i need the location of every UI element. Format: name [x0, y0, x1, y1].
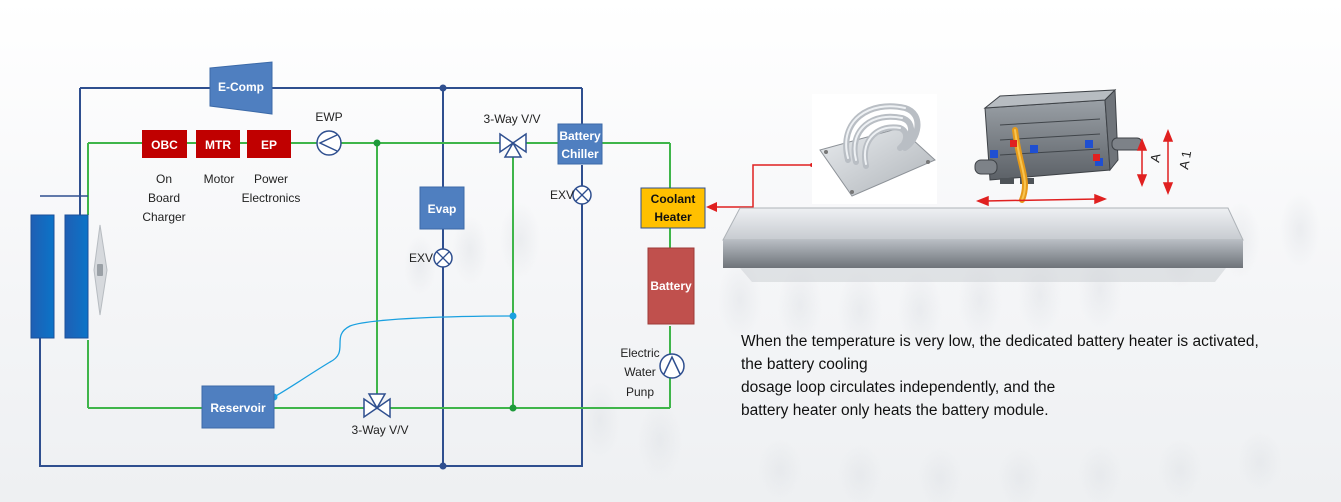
- e-comp-compressor: E-Comp: [209, 61, 273, 115]
- battery-heater-photo: [974, 88, 1143, 203]
- reservoir-block: Reservoir: [201, 385, 275, 429]
- motor-caption: Motor: [204, 172, 235, 186]
- coolant-heater-block: Coolant Heater: [640, 187, 706, 229]
- svg-text:Heater: Heater: [654, 210, 692, 224]
- svg-text:Electric: Electric: [620, 346, 659, 360]
- heater-coil-photo: [812, 94, 937, 204]
- heater-photo-connector: [706, 163, 814, 212]
- dimension-a1-label: A 1: [1176, 149, 1194, 170]
- ep-label: EP: [261, 138, 277, 152]
- svg-text:Punp: Punp: [626, 385, 654, 399]
- reservoir-vent-line: [273, 315, 514, 398]
- dimension-a-label: A: [1147, 152, 1163, 163]
- description-line: dosage loop circulates independently, an…: [741, 379, 1056, 396]
- mtr-block: MTR: [196, 130, 240, 158]
- svg-text:Power: Power: [254, 172, 288, 186]
- ep-block: EP: [247, 130, 291, 158]
- three-way-valve-top-icon: [499, 132, 527, 158]
- radiator: [30, 195, 89, 339]
- ewp-label: EWP: [315, 110, 342, 124]
- three-way-valve-top-label: 3-Way V/V: [484, 112, 541, 126]
- battery-chiller-block: Battery Chiller: [557, 123, 603, 165]
- description-line: the battery cooling: [741, 356, 868, 373]
- three-way-valve-bottom-label: 3-Way V/V: [352, 423, 409, 437]
- svg-text:Board: Board: [148, 191, 180, 205]
- refrigerant-loop: [39, 87, 583, 467]
- exv-mid-icon: [433, 248, 453, 268]
- svg-text:On: On: [156, 172, 172, 186]
- svg-text:Coolant: Coolant: [651, 192, 696, 206]
- svg-text:Charger: Charger: [142, 210, 185, 224]
- e-comp-label: E-Comp: [218, 80, 264, 94]
- description-text: When the temperature is very low, the de…: [741, 330, 1336, 422]
- obc-label: OBC: [151, 138, 178, 152]
- description-line: When the temperature is very low, the de…: [741, 333, 1259, 350]
- exv-right-label: EXV: [550, 188, 574, 202]
- svg-text:Electronics: Electronics: [242, 191, 301, 205]
- obc-block: OBC: [142, 130, 187, 158]
- mtr-label: MTR: [205, 138, 231, 152]
- svg-text:Evap: Evap: [428, 202, 457, 216]
- ewp-pump-icon: [316, 130, 342, 156]
- electric-water-pump-caption: Electric Water Punp: [620, 346, 659, 399]
- display-shelf: [722, 207, 1244, 282]
- description-line: battery heater only heats the battery mo…: [741, 402, 1049, 419]
- svg-text:Reservoir: Reservoir: [210, 401, 266, 415]
- svg-text:Battery: Battery: [650, 279, 692, 293]
- svg-text:Chiller: Chiller: [561, 147, 599, 161]
- obc-caption: On Board Charger: [142, 172, 185, 224]
- ep-caption: Power Electronics: [242, 172, 301, 205]
- heater-dimension-arrows: [975, 128, 1174, 207]
- exv-right-icon: [572, 185, 592, 205]
- svg-text:Water: Water: [624, 365, 656, 379]
- exv-mid-label: EXV: [409, 251, 433, 265]
- svg-text:Battery: Battery: [559, 129, 601, 143]
- three-way-valve-bottom-icon: [363, 393, 391, 419]
- fan-icon: [93, 224, 108, 316]
- electric-water-pump-icon: [659, 353, 685, 379]
- evap-block: Evap: [419, 186, 465, 230]
- battery-block: Battery: [647, 247, 695, 325]
